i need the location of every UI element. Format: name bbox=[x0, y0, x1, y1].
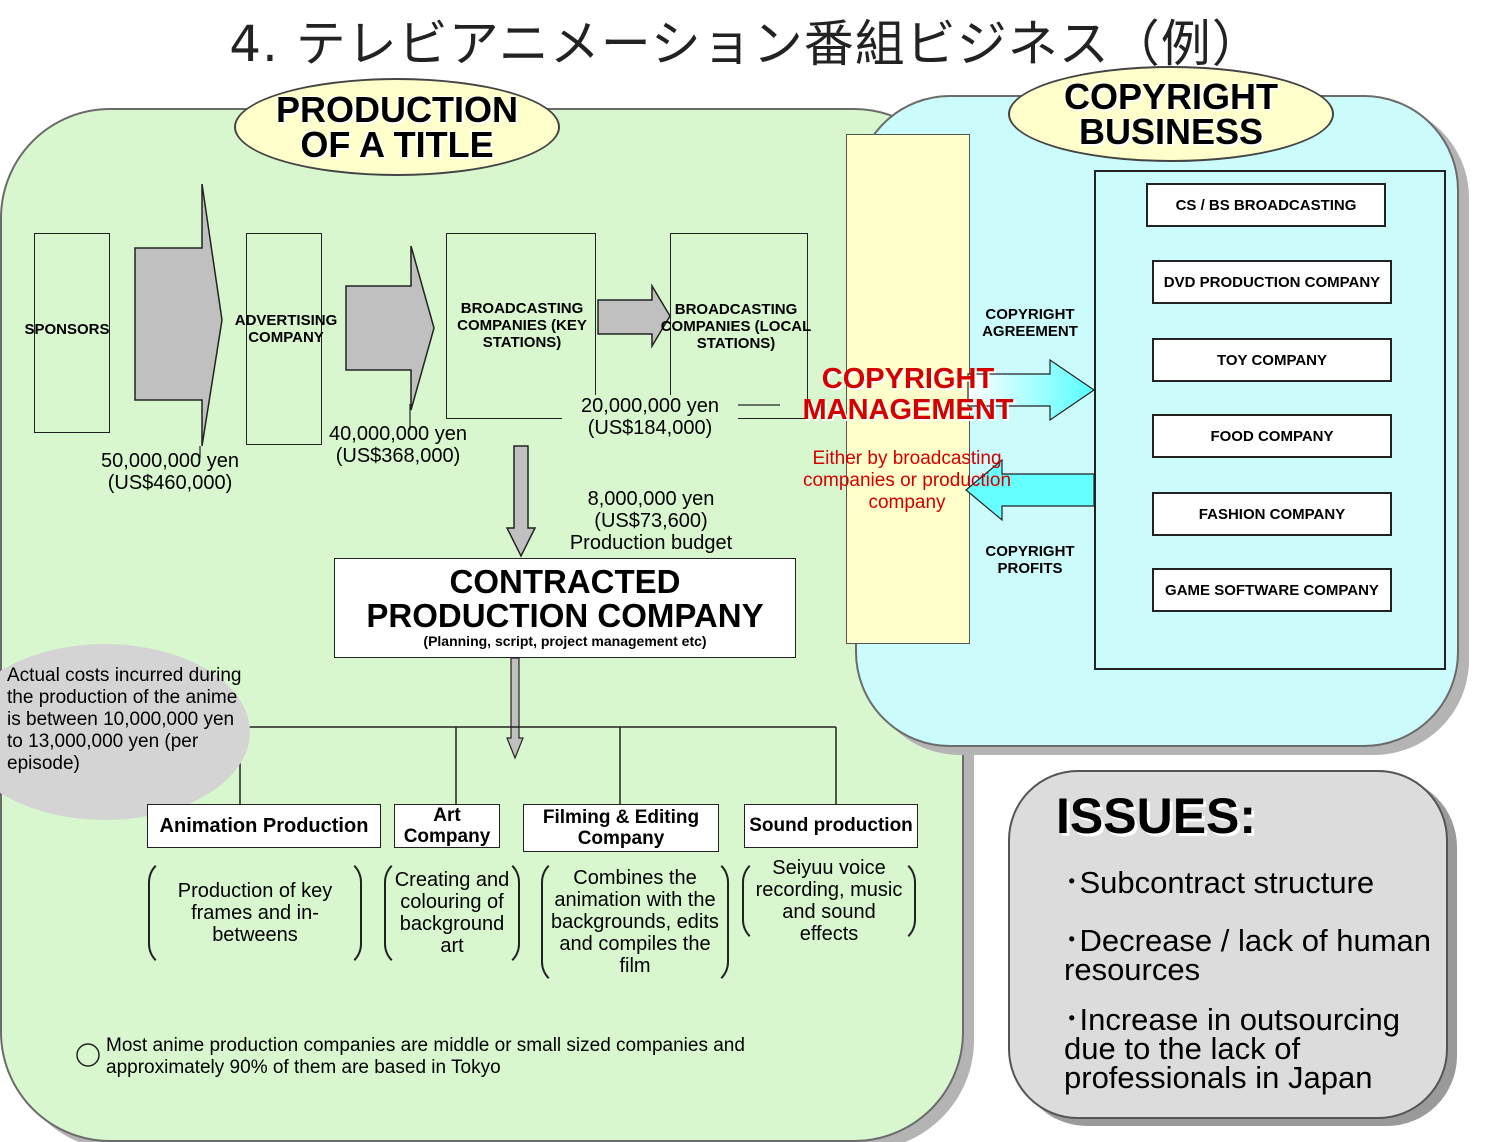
contracted-subtitle: (Planning, script, project management et… bbox=[423, 633, 707, 649]
advertising-label: ADVERTISING COMPANY bbox=[234, 312, 338, 346]
subcontractor-art-desc-text: Creating and colouring of background art bbox=[394, 869, 510, 957]
amount-sponsor-usd: (US$460,000) bbox=[107, 472, 233, 494]
business-dvd: DVD PRODUCTION COMPANY bbox=[1152, 260, 1392, 304]
amount-advertising-yen: 40,000,000 yen bbox=[329, 423, 467, 445]
diagram-connectors bbox=[76, 183, 1096, 1067]
business-toy-label: TOY COMPANY bbox=[1216, 351, 1328, 369]
actual-costs-ellipse bbox=[0, 644, 250, 820]
footnote-bullet-icon bbox=[76, 1043, 100, 1067]
copyright-profits-label: COPYRIGHT PROFITS bbox=[985, 543, 1075, 577]
local-stations-label: BROADCASTING COMPANIES (LOCAL STATIONS) bbox=[660, 301, 812, 352]
footnote-text: Most anime production companies are midd… bbox=[106, 1035, 745, 1078]
page-title: 4. テレビアニメーション番組ビジネス（例） bbox=[229, 15, 1263, 73]
subcontractor-art-box: Art Company bbox=[394, 804, 500, 848]
issue-item-3: ･Increase in outsourcing due to the lack… bbox=[1064, 1002, 1442, 1095]
subcontractor-sound-box: Sound production bbox=[744, 804, 918, 848]
arrow-key-to-local-stations bbox=[597, 283, 671, 349]
copyright-agreement-label: COPYRIGHT AGREEMENT bbox=[982, 306, 1078, 340]
subcontractor-animation-name: Animation Production bbox=[159, 814, 369, 837]
subcontractor-animation-box: Animation Production bbox=[147, 804, 381, 848]
local-stations-box bbox=[670, 233, 808, 419]
amount-local-usd: (US$184,000) bbox=[587, 417, 713, 439]
subcontractor-sound-desc: Seiyuu voice recording, music and sound … bbox=[742, 857, 916, 945]
budget-label: Production budget bbox=[569, 532, 733, 554]
production-oval: PRODUCTION OF A TITLE bbox=[234, 78, 560, 176]
arrow-copyright-profits bbox=[965, 458, 1095, 522]
business-game: GAME SOFTWARE COMPANY bbox=[1152, 568, 1392, 612]
advertising-box bbox=[246, 233, 322, 445]
sponsors-label: SPONSORS bbox=[24, 321, 110, 338]
subcontractor-animation-desc-text: Production of key frames and in-betweens bbox=[177, 880, 333, 946]
subcontractor-sound-desc-text: Seiyuu voice recording, music and sound … bbox=[755, 857, 903, 945]
subcontractor-sound-name: Sound production bbox=[749, 815, 913, 836]
budget-yen: 8,000,000 yen bbox=[587, 488, 715, 510]
business-dvd-label: DVD PRODUCTION COMPANY bbox=[1163, 273, 1381, 291]
sponsors-box bbox=[34, 233, 110, 433]
contracted-title-1: CONTRACTED bbox=[449, 563, 681, 600]
issue-bullet-icon: ･ bbox=[1064, 923, 1080, 958]
subcontractor-filming-desc-text: Combines the animation with the backgrou… bbox=[551, 867, 719, 977]
arrow-copyright-agreement bbox=[967, 358, 1096, 422]
issues-panel bbox=[1008, 770, 1448, 1119]
amount-local-yen: 20,000,000 yen bbox=[581, 395, 719, 417]
contracted-production-box: CONTRACTED PRODUCTION COMPANY (Planning,… bbox=[334, 558, 796, 658]
issue-bullet-icon: ･ bbox=[1064, 1002, 1080, 1037]
amount-sponsor-yen: 50,000,000 yen bbox=[101, 450, 239, 472]
subcontractor-filming-name: Filming & Editing Company bbox=[542, 807, 700, 849]
subcontractor-filming-box: Filming & Editing Company bbox=[523, 804, 719, 852]
amount-sponsor: 50,000,000 yen (US$460,000) bbox=[80, 450, 260, 494]
copyright-management-note: Either by broadcasting companies or prod… bbox=[802, 448, 1012, 513]
production-oval-label: PRODUCTION OF A TITLE bbox=[276, 89, 518, 165]
issues-heading: ISSUES: bbox=[1056, 788, 1257, 844]
copyright-management-label: COPYRIGHT MANAGEMENT bbox=[770, 364, 1046, 426]
amount-local: 20,000,000 yen (US$184,000) bbox=[562, 395, 738, 439]
business-fashion: FASHION COMPANY bbox=[1152, 492, 1392, 536]
business-game-label: GAME SOFTWARE COMPANY bbox=[1165, 581, 1379, 599]
issue-item-1-text: Subcontract structure bbox=[1079, 865, 1375, 900]
subcontractor-animation-desc: Production of key frames and in-betweens bbox=[148, 858, 362, 968]
subcontractor-art-desc: Creating and colouring of background art bbox=[384, 858, 520, 968]
copyright-business-oval: COPYRIGHT BUSINESS bbox=[1008, 66, 1334, 162]
issue-bullet-icon: ･ bbox=[1064, 865, 1080, 900]
copyright-management-bar bbox=[846, 134, 970, 644]
arrow-to-contracted-company bbox=[505, 445, 537, 558]
issue-item-2-text: Decrease / lack of human resources bbox=[1064, 923, 1432, 987]
business-food-label: FOOD COMPANY bbox=[1210, 427, 1334, 445]
issue-item-2: ･Decrease / lack of human resources bbox=[1064, 923, 1434, 987]
key-stations-box bbox=[446, 233, 596, 419]
subcontractor-filming-desc: Combines the animation with the backgrou… bbox=[541, 858, 729, 986]
production-budget: 8,000,000 yen (US$73,600) Production bud… bbox=[540, 488, 762, 554]
actual-costs-text: Actual costs incurred during the product… bbox=[7, 665, 242, 774]
arrow-sponsors-to-advertising bbox=[134, 183, 223, 447]
issue-item-1: ･Subcontract structure bbox=[1064, 865, 1434, 900]
business-cs-bs-label: CS / BS BROADCASTING bbox=[1175, 196, 1357, 214]
issue-item-3-text: Increase in outsourcing due to the lack … bbox=[1064, 1002, 1401, 1095]
subcontractor-art-name: Art Company bbox=[403, 805, 491, 847]
business-fashion-label: FASHION COMPANY bbox=[1198, 505, 1346, 523]
copyright-management-line2: MANAGEMENT bbox=[802, 394, 1014, 426]
contracted-title-2: PRODUCTION COMPANY bbox=[366, 597, 764, 634]
copyright-business-oval-label: COPYRIGHT BUSINESS bbox=[1063, 76, 1278, 152]
business-food: FOOD COMPANY bbox=[1152, 414, 1392, 458]
business-companies-container bbox=[1094, 170, 1446, 670]
budget-usd: (US$73,600) bbox=[594, 510, 708, 532]
copyright-management-line1: COPYRIGHT bbox=[821, 363, 995, 395]
amount-advertising: 40,000,000 yen (US$368,000) bbox=[310, 423, 486, 467]
arrow-to-subcontractors bbox=[506, 657, 524, 760]
business-toy: TOY COMPANY bbox=[1152, 338, 1392, 382]
business-cs-bs: CS / BS BROADCASTING bbox=[1146, 183, 1386, 227]
arrow-advertising-to-key-stations bbox=[345, 245, 435, 411]
amount-advertising-usd: (US$368,000) bbox=[335, 445, 461, 467]
key-stations-label: BROADCASTING COMPANIES (KEY STATIONS) bbox=[457, 300, 587, 351]
